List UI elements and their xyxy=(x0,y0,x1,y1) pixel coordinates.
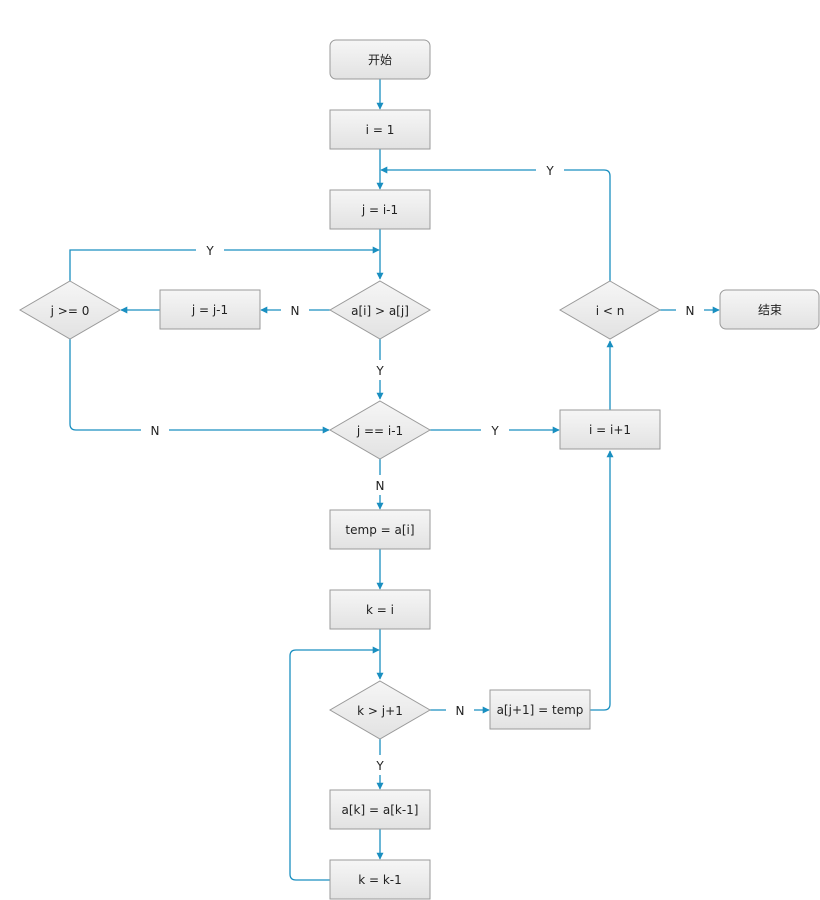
decision-i-lt-n[interactable]: i < n xyxy=(559,280,661,340)
decision-j-ge-0[interactable]: j >= 0 xyxy=(19,280,121,340)
decision-k-gt-j-plus-1[interactable]: k > j+1 xyxy=(329,680,431,740)
decision-ai-gt-aj[interactable]: a[i] > a[j] xyxy=(329,280,431,340)
process-j-eq-j-minus-1[interactable]: j = j-1 xyxy=(159,289,261,330)
edge-labels: Y Y N Y N Y N N Y N xyxy=(141,160,704,775)
process-k-eq-i-label: k = i xyxy=(366,603,394,617)
edge-label-k-gt-j1-n: N xyxy=(456,704,465,718)
process-i-eq-i-plus-1[interactable]: i = i+1 xyxy=(559,409,661,450)
edge-cond-jge0-n xyxy=(69,339,330,434)
edge-label-ai-gt-aj-y: Y xyxy=(375,364,384,378)
edge-label-k-gt-j1-y: Y xyxy=(375,759,384,773)
edge-cond-jge0-y-loop xyxy=(69,246,380,281)
edge-label-loop-back-y: Y xyxy=(545,164,554,178)
process-j-eq-i-minus-1-label: j = i-1 xyxy=(361,203,398,217)
process-j-eq-i-minus-1[interactable]: j = i-1 xyxy=(329,189,431,230)
process-i-eq-i-plus-1-label: i = i+1 xyxy=(589,423,631,437)
process-ak-eq-ak-minus-1-label: a[k] = a[k-1] xyxy=(342,803,419,817)
decision-j-eq-i-minus-1-label: j == i-1 xyxy=(356,424,403,438)
process-k-eq-i[interactable]: k = i xyxy=(329,589,431,630)
decision-j-eq-i-minus-1[interactable]: j == i-1 xyxy=(329,400,431,460)
edge-label-j-eq-i1-n: N xyxy=(376,479,385,493)
process-i-eq-1-label: i = 1 xyxy=(366,123,395,137)
process-ak-eq-ak-minus-1[interactable]: a[k] = a[k-1] xyxy=(329,789,431,830)
start-node-label: 开始 xyxy=(368,53,392,67)
process-k-eq-k-minus-1[interactable]: k = k-1 xyxy=(329,859,431,900)
edge-cond-ilt-y-loop xyxy=(380,166,611,281)
process-aj1-eq-temp-label: a[j+1] = temp xyxy=(497,703,584,717)
edge-kminus-loop xyxy=(289,646,380,881)
decision-j-ge-0-label: j >= 0 xyxy=(50,304,90,318)
edge-label-i-lt-n-n: N xyxy=(686,304,695,318)
nodes: 开始 i = 1 j = i-1 a[i] > a[j] j = j-1 j >… xyxy=(19,39,820,900)
process-temp-eq-ai[interactable]: temp = a[i] xyxy=(329,509,431,550)
decision-k-gt-j-plus-1-label: k > j+1 xyxy=(357,704,403,718)
decision-ai-gt-aj-label: a[i] > a[j] xyxy=(351,304,409,318)
process-temp-eq-ai-label: temp = a[i] xyxy=(345,523,414,537)
end-node-label: 结束 xyxy=(758,303,782,317)
process-j-eq-j-minus-1-label: j = j-1 xyxy=(191,303,228,317)
start-node[interactable]: 开始 xyxy=(329,39,431,80)
decision-i-lt-n-label: i < n xyxy=(596,304,625,318)
end-node[interactable]: 结束 xyxy=(719,289,820,330)
process-aj1-eq-temp[interactable]: a[j+1] = temp xyxy=(489,689,591,730)
process-i-eq-1[interactable]: i = 1 xyxy=(329,109,431,150)
edge-label-j-ge-0-y: Y xyxy=(205,244,214,258)
process-k-eq-k-minus-1-label: k = k-1 xyxy=(358,873,402,887)
edge-label-ai-gt-aj-n: N xyxy=(291,304,300,318)
edge-label-j-eq-i1-y: Y xyxy=(490,424,499,438)
edge-aj1-to-iplus xyxy=(590,450,614,711)
edge-label-j-ge-0-n: N xyxy=(151,424,160,438)
